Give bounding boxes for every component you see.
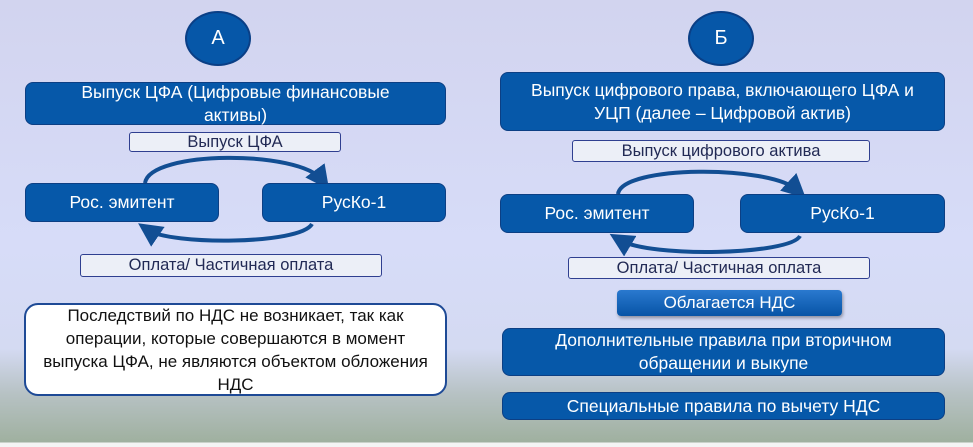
title-box-a-text: Выпуск ЦФА (Цифровые финансовые активы)	[81, 81, 390, 125]
payment-label-a: Оплата/ Частичная оплата	[80, 254, 382, 277]
issue-label-b: Выпуск цифрового актива	[572, 140, 870, 162]
issuer-box-b: Рос. эмитент	[500, 194, 694, 233]
badge-b-label: Б	[714, 27, 728, 49]
badge-a-label: А	[211, 27, 225, 49]
counterparty-box-a: РусКо-1	[262, 183, 446, 222]
title-box-b-text: Выпуск цифрового права, включающего ЦФА …	[531, 79, 914, 123]
arrow-issue-a	[143, 155, 330, 190]
counterparty-box-b: РусКо-1	[740, 194, 945, 233]
title-box-a: Выпуск ЦФА (Цифровые финансовые активы)	[25, 82, 446, 125]
rule-secondary-text: Дополнительные правила при вторичном обр…	[555, 330, 892, 373]
badge-b: Б	[688, 11, 754, 66]
payment-label-b: Оплата/ Частичная оплата	[568, 257, 870, 279]
vat-note-a: Последствий по НДС не возникает, так как…	[24, 303, 447, 396]
issuer-box-a: Рос. эмитент	[25, 183, 219, 222]
rule-secondary-box: Дополнительные правила при вторичном обр…	[502, 328, 945, 376]
arrow-payment-a	[138, 222, 314, 247]
arrow-payment-b	[609, 233, 802, 257]
rule-deduction-box: Специальные правила по вычету НДС	[502, 392, 945, 420]
arrow-issue-b	[616, 169, 806, 199]
vat-note-a-text: Последствий по НДС не возникает, так как…	[43, 305, 428, 394]
issue-label-a: Выпуск ЦФА	[129, 132, 341, 152]
title-box-b: Выпуск цифрового права, включающего ЦФА …	[500, 72, 945, 131]
badge-a: А	[185, 11, 251, 66]
vat-applies-badge: Облагается НДС	[617, 290, 842, 316]
